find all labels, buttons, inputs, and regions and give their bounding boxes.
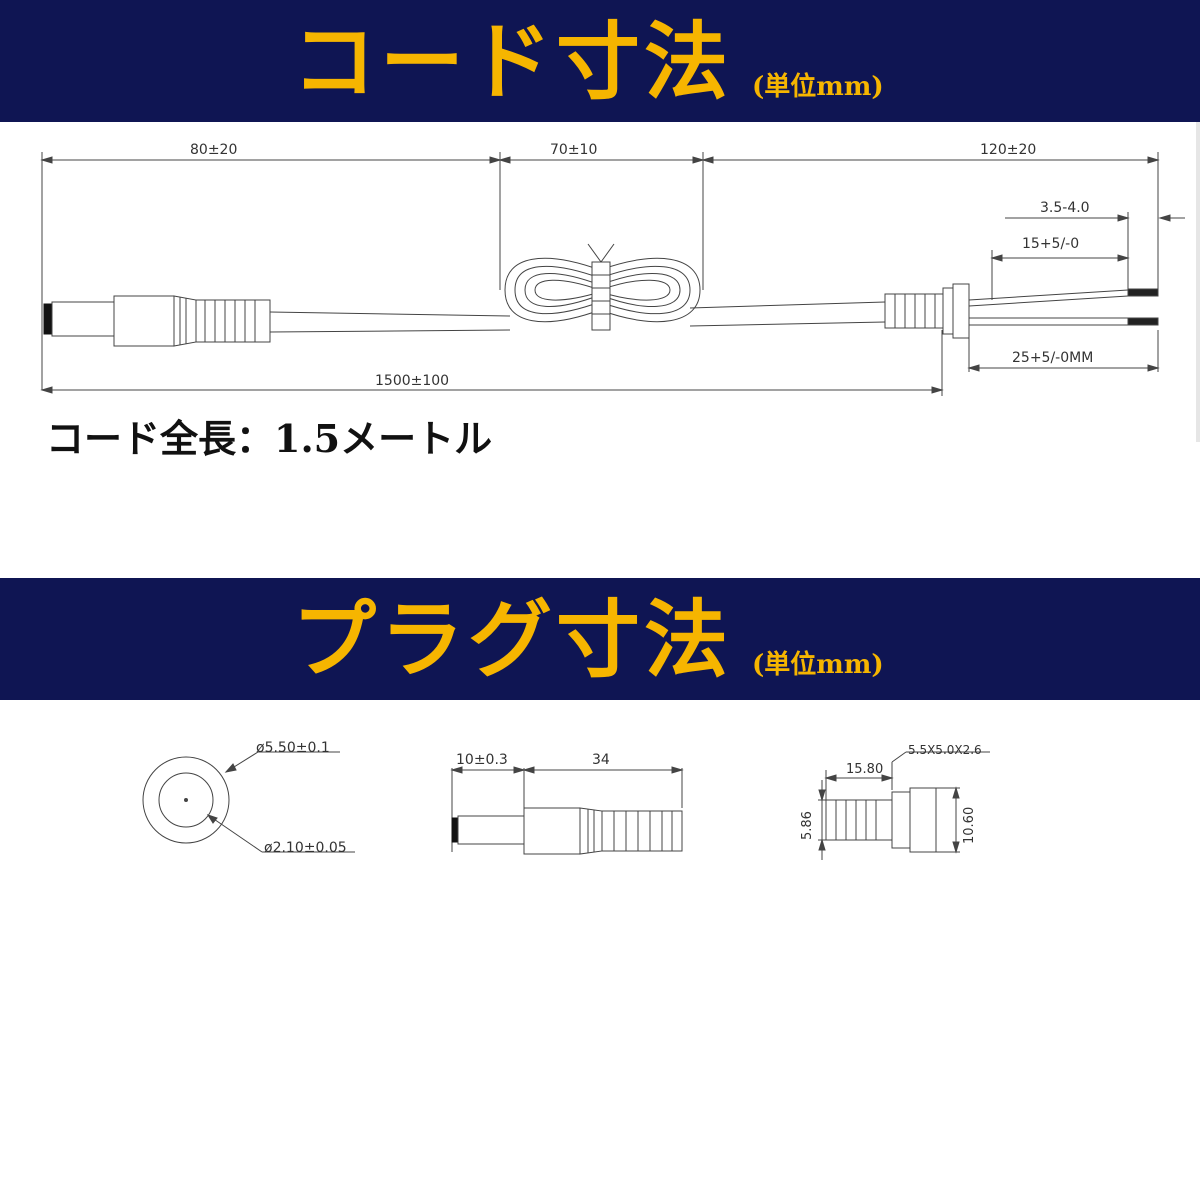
front-outer-diameter: ø5.50±0.1	[256, 740, 330, 756]
dim-wire-end: 25+5/-0MM	[1012, 350, 1094, 366]
cable-end-with-wires	[885, 284, 1158, 338]
total-length-dimension	[42, 330, 942, 396]
plug-dimensions-banner: プラグ寸法 (単位mm)	[0, 578, 1200, 700]
dim-middle-segment: 70±10	[550, 142, 598, 158]
section-title: コード寸法	[292, 12, 733, 111]
dim-split-length: 15+5/-0	[1022, 236, 1080, 252]
strip-length-dimension	[1005, 210, 1185, 290]
side-body-length: 34	[592, 752, 610, 768]
end-large-diameter: 10.60	[962, 806, 977, 844]
plug-front-view	[143, 752, 355, 852]
plug-end-view	[818, 752, 990, 860]
end-small-diameter: 5.86	[800, 811, 815, 840]
front-inner-diameter: ø2.10±0.05	[264, 840, 347, 856]
end-spec: 5.5X5.0X2.6	[908, 743, 982, 757]
cord-total-length: コード全長：1.5メートル	[46, 416, 493, 461]
cord-dimensions-banner: コード寸法 (単位mm)	[0, 0, 1200, 122]
dc-plug-connector	[44, 296, 270, 346]
dim-strip-length: 3.5-4.0	[1040, 200, 1090, 216]
cord-diagram: 80±20 70±10 120±20 3.5-4.0 15+5/-0 25+5/…	[0, 122, 1200, 452]
plug-drawing	[0, 700, 1200, 900]
dim-total-length: 1500±100	[375, 373, 450, 389]
dim-left-segment: 80±20	[190, 142, 238, 158]
top-dimension-lines	[42, 152, 1158, 390]
section-unit: (単位mm)	[752, 650, 884, 680]
plug-diagrams: ø5.50±0.1 ø2.10±0.05 10±0.3 34 5.5X5.0X2…	[0, 700, 1200, 900]
side-tip-length: 10±0.3	[456, 752, 508, 768]
split-length-dimension	[992, 250, 1128, 300]
dim-right-segment: 120±20	[980, 142, 1037, 158]
cord-drawing	[0, 122, 1200, 452]
coiled-cable-bundle	[505, 244, 700, 330]
end-length: 15.80	[846, 762, 884, 777]
cable	[270, 302, 885, 332]
section-title: プラグ寸法	[292, 590, 733, 689]
right-edge-shadow	[1196, 122, 1200, 442]
section-unit: (単位mm)	[752, 72, 884, 102]
plug-side-view	[452, 767, 682, 854]
wire-end-dimension	[969, 330, 1158, 372]
